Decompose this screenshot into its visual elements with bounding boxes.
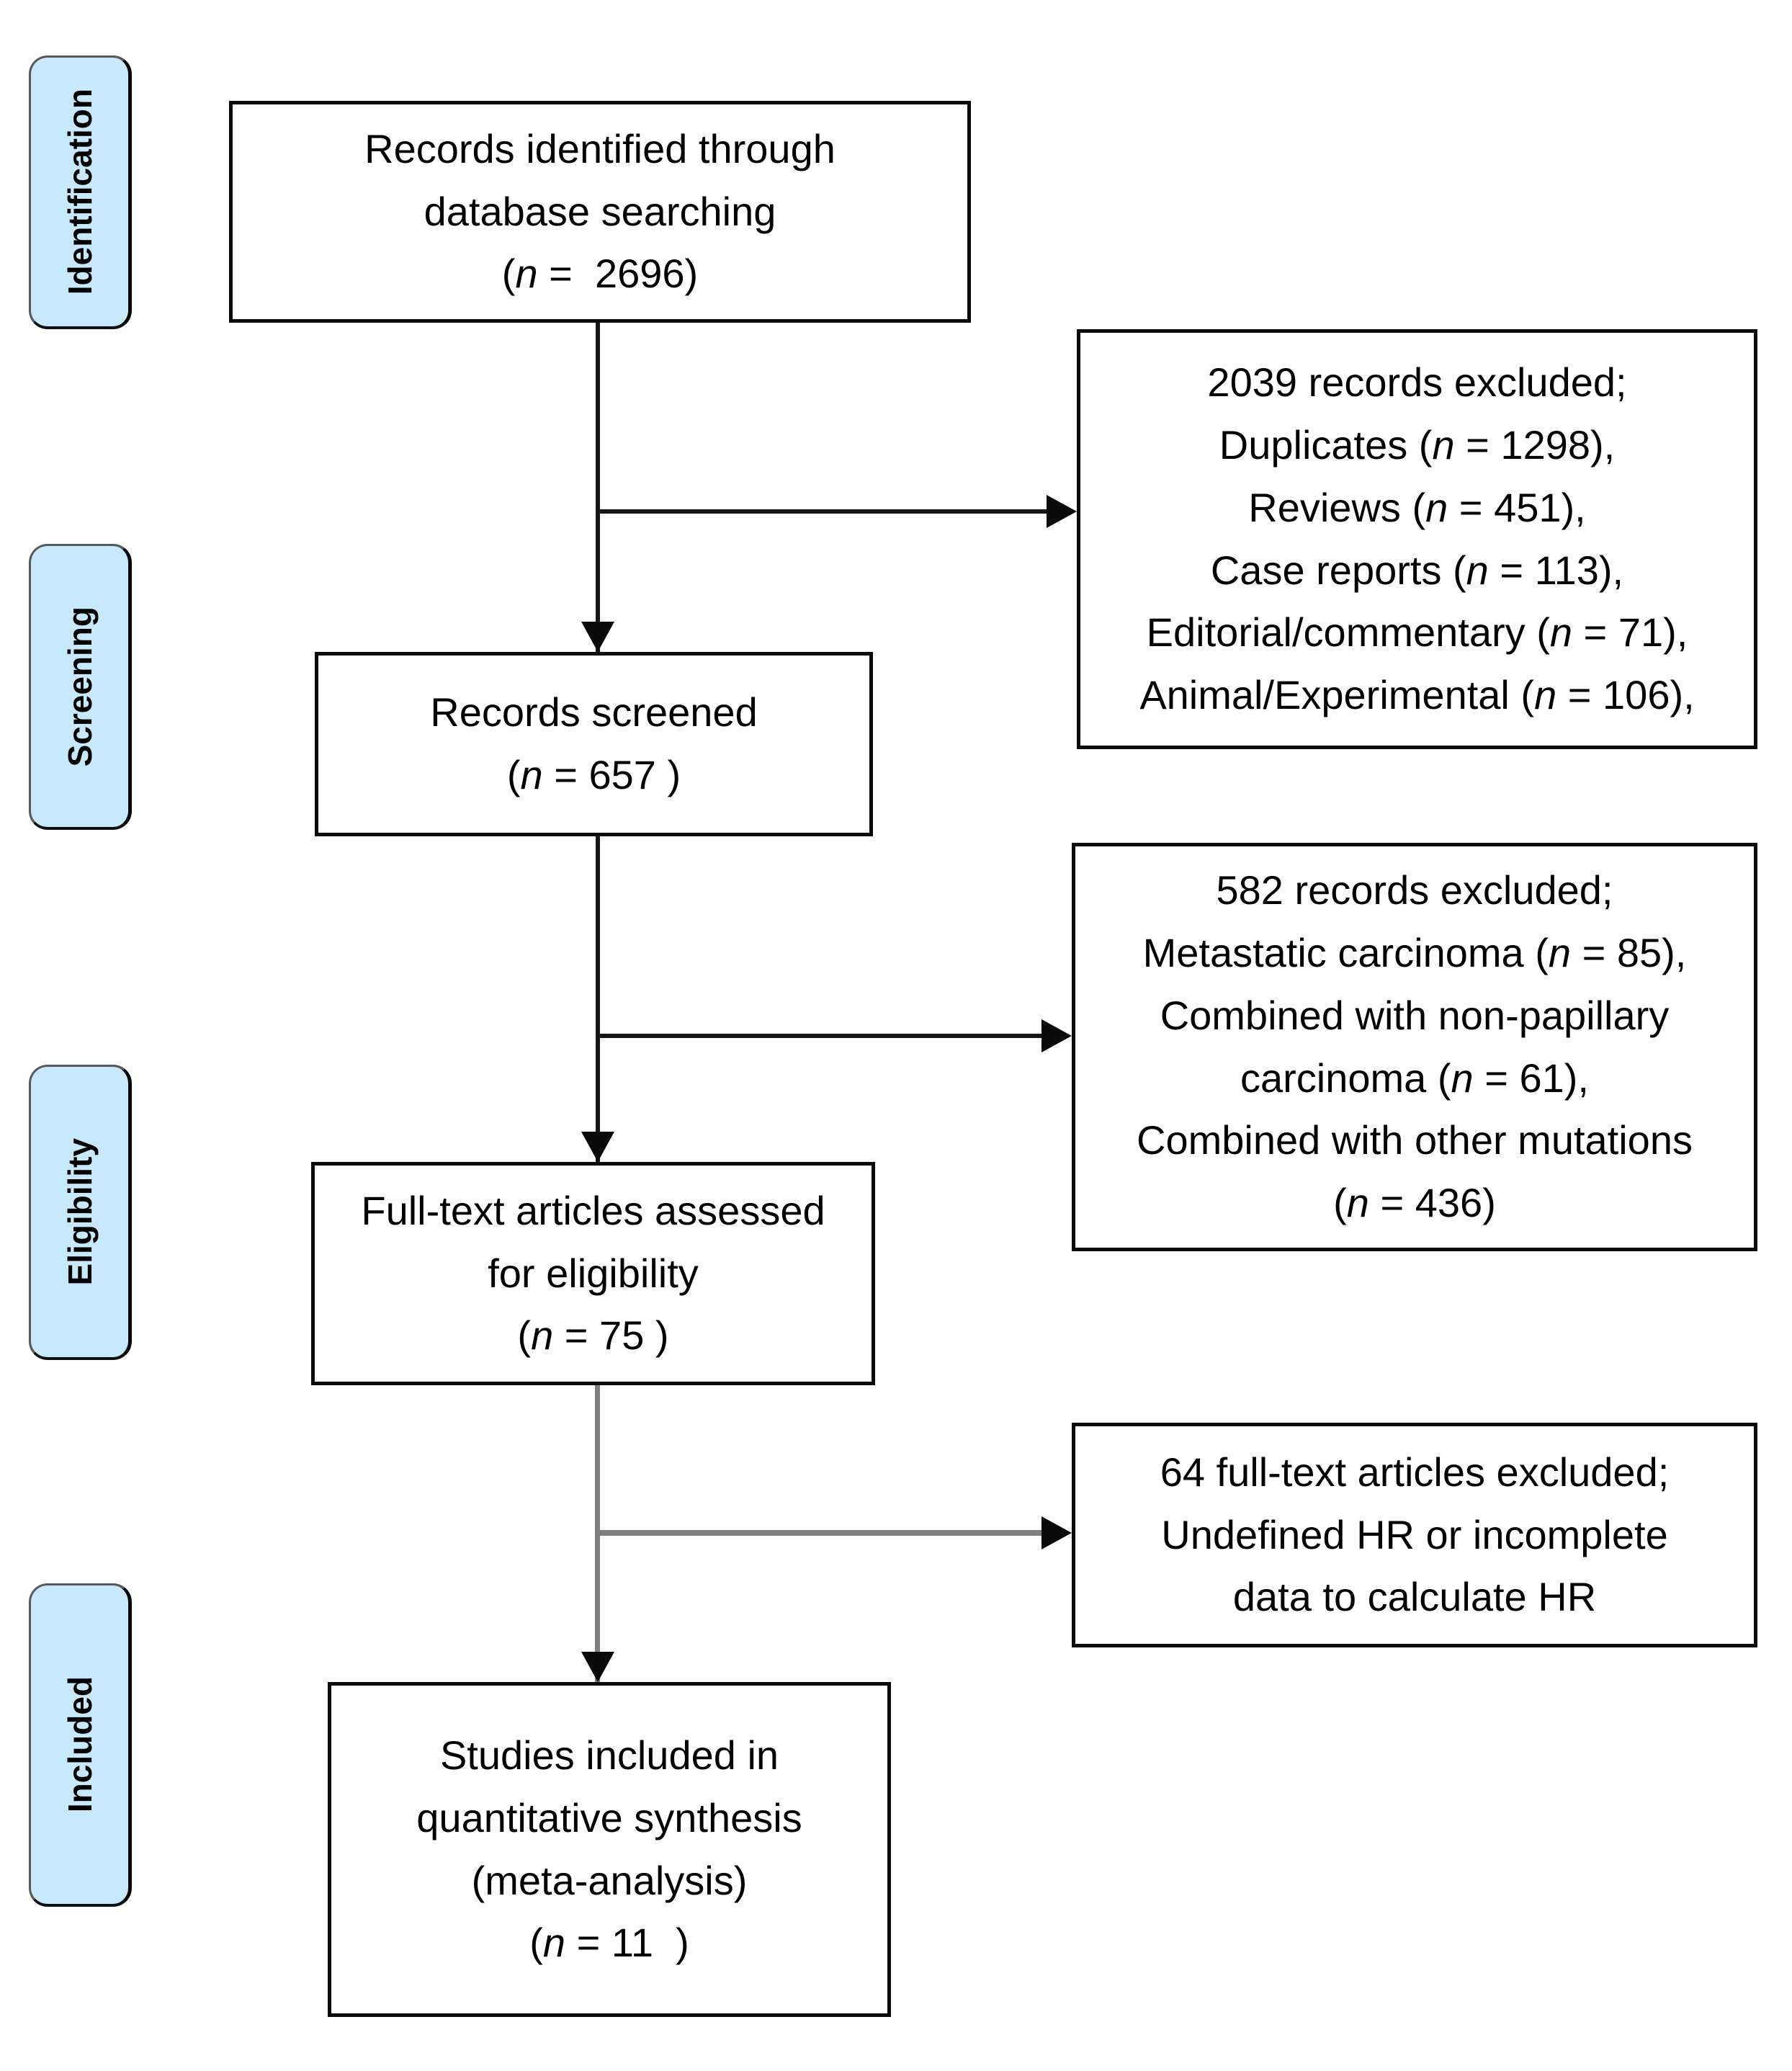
exclusion-box-fulltext-text: 64 full-text articles excluded;Undefined…	[1160, 1449, 1670, 1620]
stage-label-screening-text: Screening	[61, 606, 99, 767]
exclusion-box-fulltext: 64 full-text articles excluded;Undefined…	[1072, 1423, 1757, 1647]
arrowhead-down-screened-icon	[581, 622, 614, 652]
exclusion-box-screening-text: 582 records excluded;Metastatic carcinom…	[1137, 867, 1693, 1226]
arrow-line-screened-to-fulltext	[596, 836, 600, 1162]
stage-label-included: Included	[29, 1583, 132, 1907]
stage-label-identification: Identification	[29, 55, 132, 329]
arrow-line-identified-to-screened	[596, 323, 600, 652]
arrowhead-right-screening-excluded-icon	[1041, 1019, 1072, 1052]
flow-box-records-screened-text: Records screened(n = 657 )	[430, 689, 758, 797]
exclusion-box-records-text: 2039 records excluded;Duplicates (n = 12…	[1139, 359, 1695, 718]
flow-box-records-screened: Records screened(n = 657 )	[315, 652, 873, 836]
stage-label-eligibility-text: Eligibility	[61, 1138, 99, 1286]
stage-label-eligibility: Eligibility	[29, 1065, 132, 1360]
arrowhead-right-fulltext-excluded-icon	[1041, 1516, 1072, 1549]
arrowhead-down-included-icon	[581, 1652, 614, 1682]
stage-label-included-text: Included	[61, 1676, 99, 1813]
stage-label-identification-text: Identification	[61, 89, 99, 295]
arrow-line-branch-records-excluded	[596, 509, 1051, 514]
exclusion-box-records: 2039 records excluded;Duplicates (n = 12…	[1077, 329, 1757, 749]
arrowhead-right-records-excluded-icon	[1047, 495, 1077, 528]
arrow-line-branch-fulltext-excluded	[596, 1530, 1043, 1536]
arrow-line-branch-screening-excluded	[596, 1034, 1043, 1038]
stage-label-screening: Screening	[29, 544, 132, 830]
exclusion-box-screening: 582 records excluded;Metastatic carcinom…	[1072, 843, 1757, 1251]
arrowhead-down-fulltext-icon	[581, 1132, 614, 1162]
